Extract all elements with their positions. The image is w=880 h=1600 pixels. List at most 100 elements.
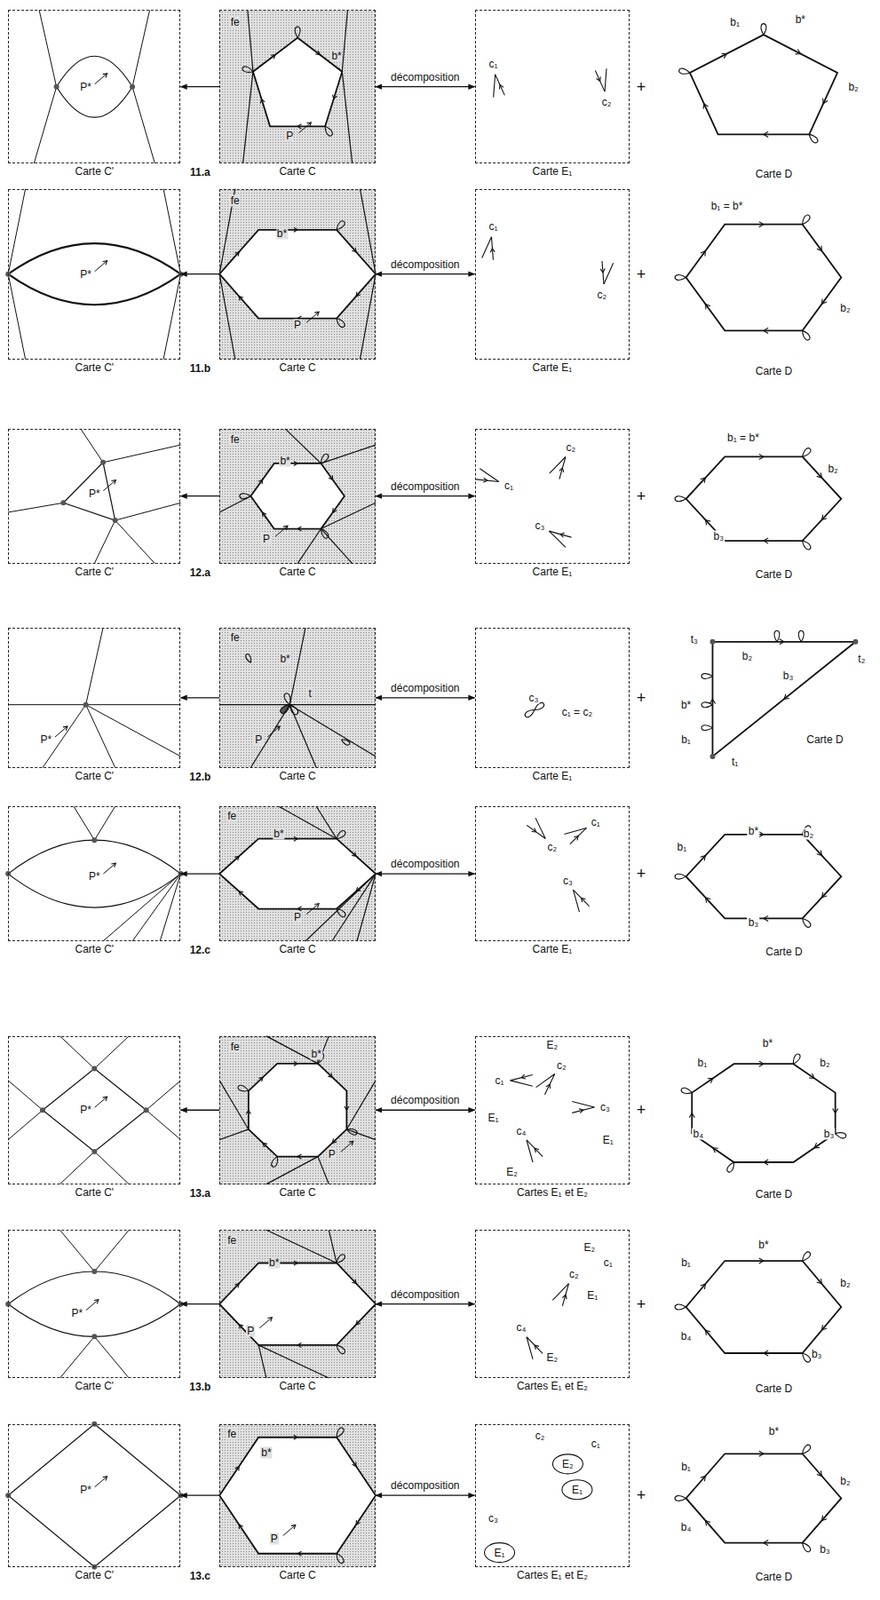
map-edge [219,704,290,706]
map-panel: Carte C [219,9,376,163]
connector-arrow [180,1303,220,1305]
loop-edge [802,448,811,458]
map-edge [289,704,376,706]
edge-arrowhead [103,73,108,79]
map-label: E₂ [583,1242,597,1254]
submap-outline [484,1543,516,1563]
map-edge [7,1080,43,1110]
map-edge [316,806,337,839]
edge-arrowhead [700,251,706,257]
edge-arrowhead [700,1284,706,1290]
panel-caption: Carte E₁ [458,769,648,783]
edge-arrowhead [356,292,361,297]
edge-arrowhead [759,221,764,228]
map-edge [603,262,614,285]
map-label: b* [276,227,288,239]
vertex-dot [112,517,119,524]
map-edge [146,1109,182,1140]
map-label: b* [757,1239,770,1252]
map-label: b₂ [839,1475,851,1488]
map-panel: Carte C' [7,627,181,769]
edge-arrowhead [314,311,319,317]
map-edge [535,817,546,839]
map-edge [250,705,290,769]
figure-caption: Carte D [805,734,844,746]
panel-caption: Carte C' [0,565,198,579]
map-edge [146,1080,182,1110]
loop-edge [761,23,767,35]
map-edge [243,71,254,164]
edge-arrowhead [344,1106,349,1110]
face-hole [248,1063,348,1158]
pointer-arrow [95,261,108,272]
map-label: b* [278,455,291,468]
face-outline [7,243,181,305]
edge-arrowhead [490,248,495,253]
face-hole [219,839,376,910]
figure-number: 12.a [189,566,212,579]
figure-number: 11.a [189,166,212,178]
edge-label: décomposition [389,681,460,694]
map-edge [482,237,492,259]
shaded-region [219,806,376,942]
map-label: b* [260,1446,272,1459]
map-label: t₃ [689,633,699,645]
edge-arrowhead [238,891,244,896]
edge-arrowhead [297,1154,302,1159]
pointer-arrow [306,903,319,915]
loop-edge [336,1427,344,1438]
map-label: fe [229,195,241,207]
panel-caption: Carte C' [0,361,198,374]
map-edge [341,9,348,72]
map-label: c₂ [601,95,613,108]
connector-arrow [180,1109,220,1111]
edge-arrowhead [689,1113,695,1118]
map-label: c₄ [515,1125,528,1137]
map-label: c₃ [487,1512,500,1524]
edge-arrowhead [258,479,263,484]
edge-arrowhead [713,1148,719,1153]
edge-arrowhead [759,832,764,838]
map-edge [94,1336,129,1379]
pointer-arrow [103,863,116,874]
map-panel: Carte E₁ [475,806,631,942]
panel-caption: Carte C' [0,1186,198,1199]
map-label: b₁ [680,1461,692,1474]
loop-edge [701,725,713,731]
map-label: P* [71,1307,85,1319]
map-label: c₂ [555,1060,568,1072]
map-label: fe [229,433,241,445]
edge-arrowhead [327,1072,333,1078]
map-edge [59,1229,95,1272]
figure-row [5,189,841,360]
map-edge [7,1109,43,1140]
panel-caption: Carte C [202,1379,393,1393]
edge-arrowhead [293,1061,298,1066]
edge-arrowhead [332,507,338,513]
map-edge [321,502,377,529]
map-panel: Carte E₁ [475,627,631,769]
map-label: c₃ [599,1101,611,1113]
face-boundary [686,1453,842,1543]
plus-sign: + [635,1490,648,1502]
map-label: P [253,734,263,746]
map-edge [115,520,156,564]
map-edge [604,68,607,92]
shaded-region [219,189,376,360]
face-outline [7,840,181,908]
map-label: b₃ [782,669,795,682]
map-edge [59,1036,95,1070]
map-label: P* [87,487,102,500]
connector-arrow [375,1109,476,1111]
face-hole [253,38,342,127]
edge-arrowhead [238,296,244,302]
map-label: b* [330,50,342,63]
map-edge [526,1140,533,1163]
figure-caption: Carte D [754,168,793,181]
map-panel: Carte C [219,1036,376,1185]
edge-arrowhead [821,515,827,521]
edge-arrowhead [328,475,333,480]
edge-arrowhead [103,1096,108,1102]
loop-edge [802,1353,811,1363]
map-label: c₁ [488,220,500,232]
